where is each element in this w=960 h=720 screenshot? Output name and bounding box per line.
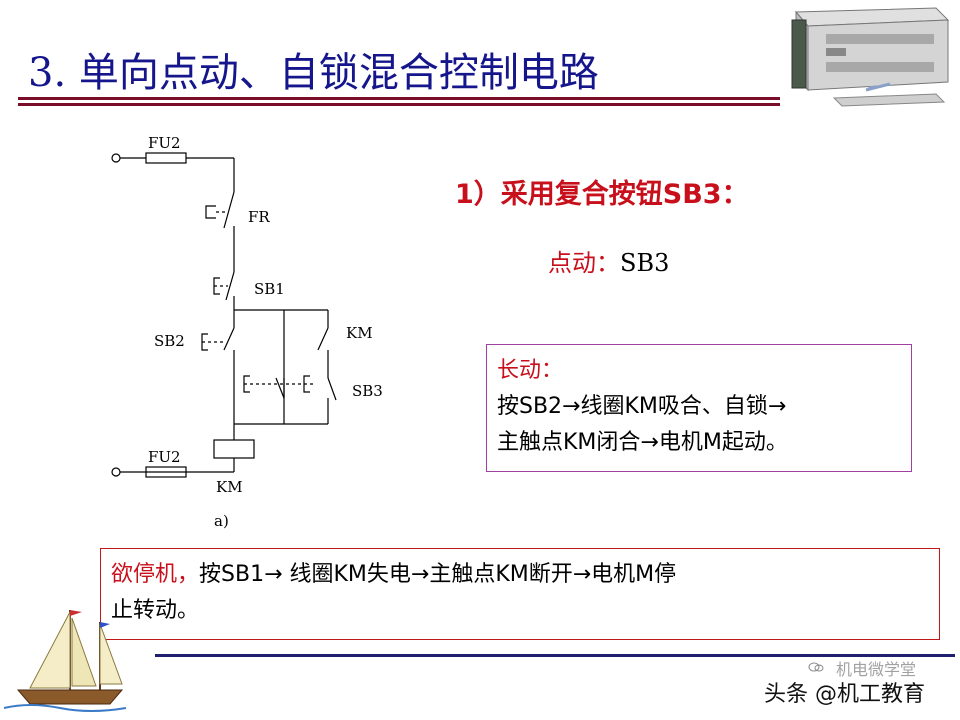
footer-rule bbox=[155, 654, 955, 657]
watermark-main: 头条 @机工教育 bbox=[764, 682, 925, 707]
continuous-run-heading: 长动： bbox=[497, 358, 564, 383]
jog-value: SB3 bbox=[620, 249, 670, 277]
watermark-logo-icon bbox=[808, 662, 824, 672]
label-fr: FR bbox=[248, 208, 270, 226]
stop-text: 按SB1→ 线圈KM失电→主触点KM断开→电机M停 bbox=[199, 562, 677, 587]
jog-line: 点动：SB3 bbox=[548, 243, 669, 278]
subheading: 1）采用复合按钮SB3： bbox=[455, 179, 749, 210]
diagram-caption: a) bbox=[214, 512, 229, 530]
sailboat-icon bbox=[3, 610, 127, 712]
slide-title: 3. 单向点动、自锁混合控制电路 bbox=[28, 50, 599, 96]
stop-line-2: 止转动。 bbox=[111, 598, 200, 623]
title-rule bbox=[18, 97, 780, 100]
watermark-faded: 机电微学堂 bbox=[836, 660, 917, 679]
plc-module-icon bbox=[791, 7, 950, 107]
stop-box: 欲停机，按SB1→ 线圈KM失电→主触点KM断开→电机M停 止转动。 bbox=[100, 548, 940, 640]
continuous-run-line-1: 按SB2→线圈KM吸合、自锁→ bbox=[497, 394, 787, 419]
title-rule-2 bbox=[18, 103, 780, 106]
label-fu2-bottom: FU2 bbox=[148, 448, 181, 466]
label-fu2-top: FU2 bbox=[148, 134, 181, 152]
label-sb3: SB3 bbox=[352, 382, 383, 400]
stop-line-1: 欲停机，按SB1→ 线圈KM失电→主触点KM断开→电机M停 bbox=[111, 557, 939, 593]
continuous-run-line-2: 主触点KM闭合→电机M起动。 bbox=[497, 430, 788, 455]
label-km-contact: KM bbox=[346, 324, 373, 342]
stop-heading: 欲停机， bbox=[111, 562, 200, 587]
label-km-coil: KM bbox=[216, 478, 243, 496]
label-sb1: SB1 bbox=[254, 280, 285, 298]
jog-label: 点动： bbox=[548, 249, 620, 277]
label-sb2: SB2 bbox=[154, 332, 185, 350]
continuous-run-box: 长动： 按SB2→线圈KM吸合、自锁→ 主触点KM闭合→电机M起动。 bbox=[486, 344, 912, 472]
circuit-diagram: FU2 FR SB1 SB2 KM SB3 FU2 KM a) bbox=[111, 134, 383, 530]
